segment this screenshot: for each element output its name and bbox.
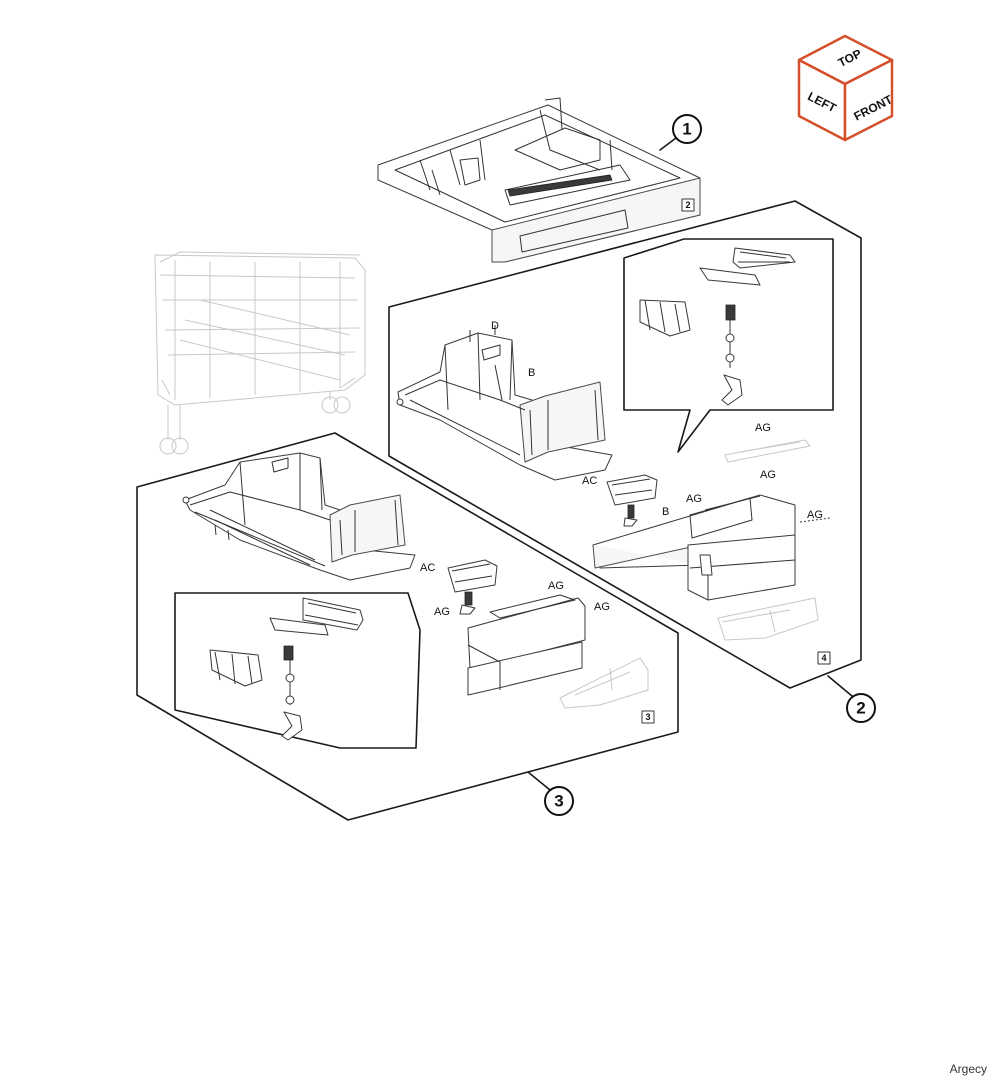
label-leaders [799, 517, 831, 523]
label-ac-upper: AC [582, 475, 597, 487]
lower-cover-set [467, 594, 586, 696]
label-ag-1: AG [755, 422, 771, 434]
upper-cover-set [592, 494, 796, 601]
lower-feeder-frame [182, 452, 416, 581]
tray-box-number: 2 [685, 200, 690, 210]
label-ag-4: AG [807, 509, 823, 521]
label-d: D [491, 320, 499, 332]
label-ag-7: AG [594, 601, 610, 613]
assembly-3-box-number: 3 [645, 712, 650, 722]
callout-1-number: 1 [682, 120, 691, 139]
label-b-upper: B [528, 367, 535, 379]
upper-cover-ghost [717, 597, 819, 641]
watermark: Argecy [949, 1062, 987, 1076]
callout-1: 1 [659, 114, 702, 151]
callout-2-number: 2 [856, 699, 865, 718]
assembly-4-box-number: 4 [821, 653, 826, 663]
label-ag-5: AG [548, 580, 564, 592]
orientation-cube: TOP LEFT FRONT [797, 34, 895, 142]
paper-tray-2: 2 [377, 97, 701, 263]
upper-rail-ghost [724, 439, 811, 463]
callout-3: 3 [527, 771, 574, 816]
label-ag-2: AG [760, 469, 776, 481]
callout-3-number: 3 [554, 792, 563, 811]
inset-upper [623, 238, 834, 453]
upper-feeder-frame [396, 325, 613, 481]
label-b-lower: B [662, 506, 669, 518]
part-labels: D B AC B AG AG AG AG AC AG AG AG [420, 320, 823, 618]
label-ag-3: AG [686, 493, 702, 505]
lower-pick-module [447, 559, 498, 615]
lower-cover-ghost [559, 657, 649, 709]
label-ac-lower: AC [420, 562, 435, 574]
callout-2: 2 [827, 675, 876, 723]
assembly-2-boundary: 4 [388, 200, 862, 689]
base-machine-ghost [154, 251, 366, 455]
inset-lower: 3 [174, 592, 655, 749]
upper-pick-module [606, 474, 658, 527]
label-ag-6: AG [434, 606, 450, 618]
assembly-3-boundary [136, 432, 679, 821]
